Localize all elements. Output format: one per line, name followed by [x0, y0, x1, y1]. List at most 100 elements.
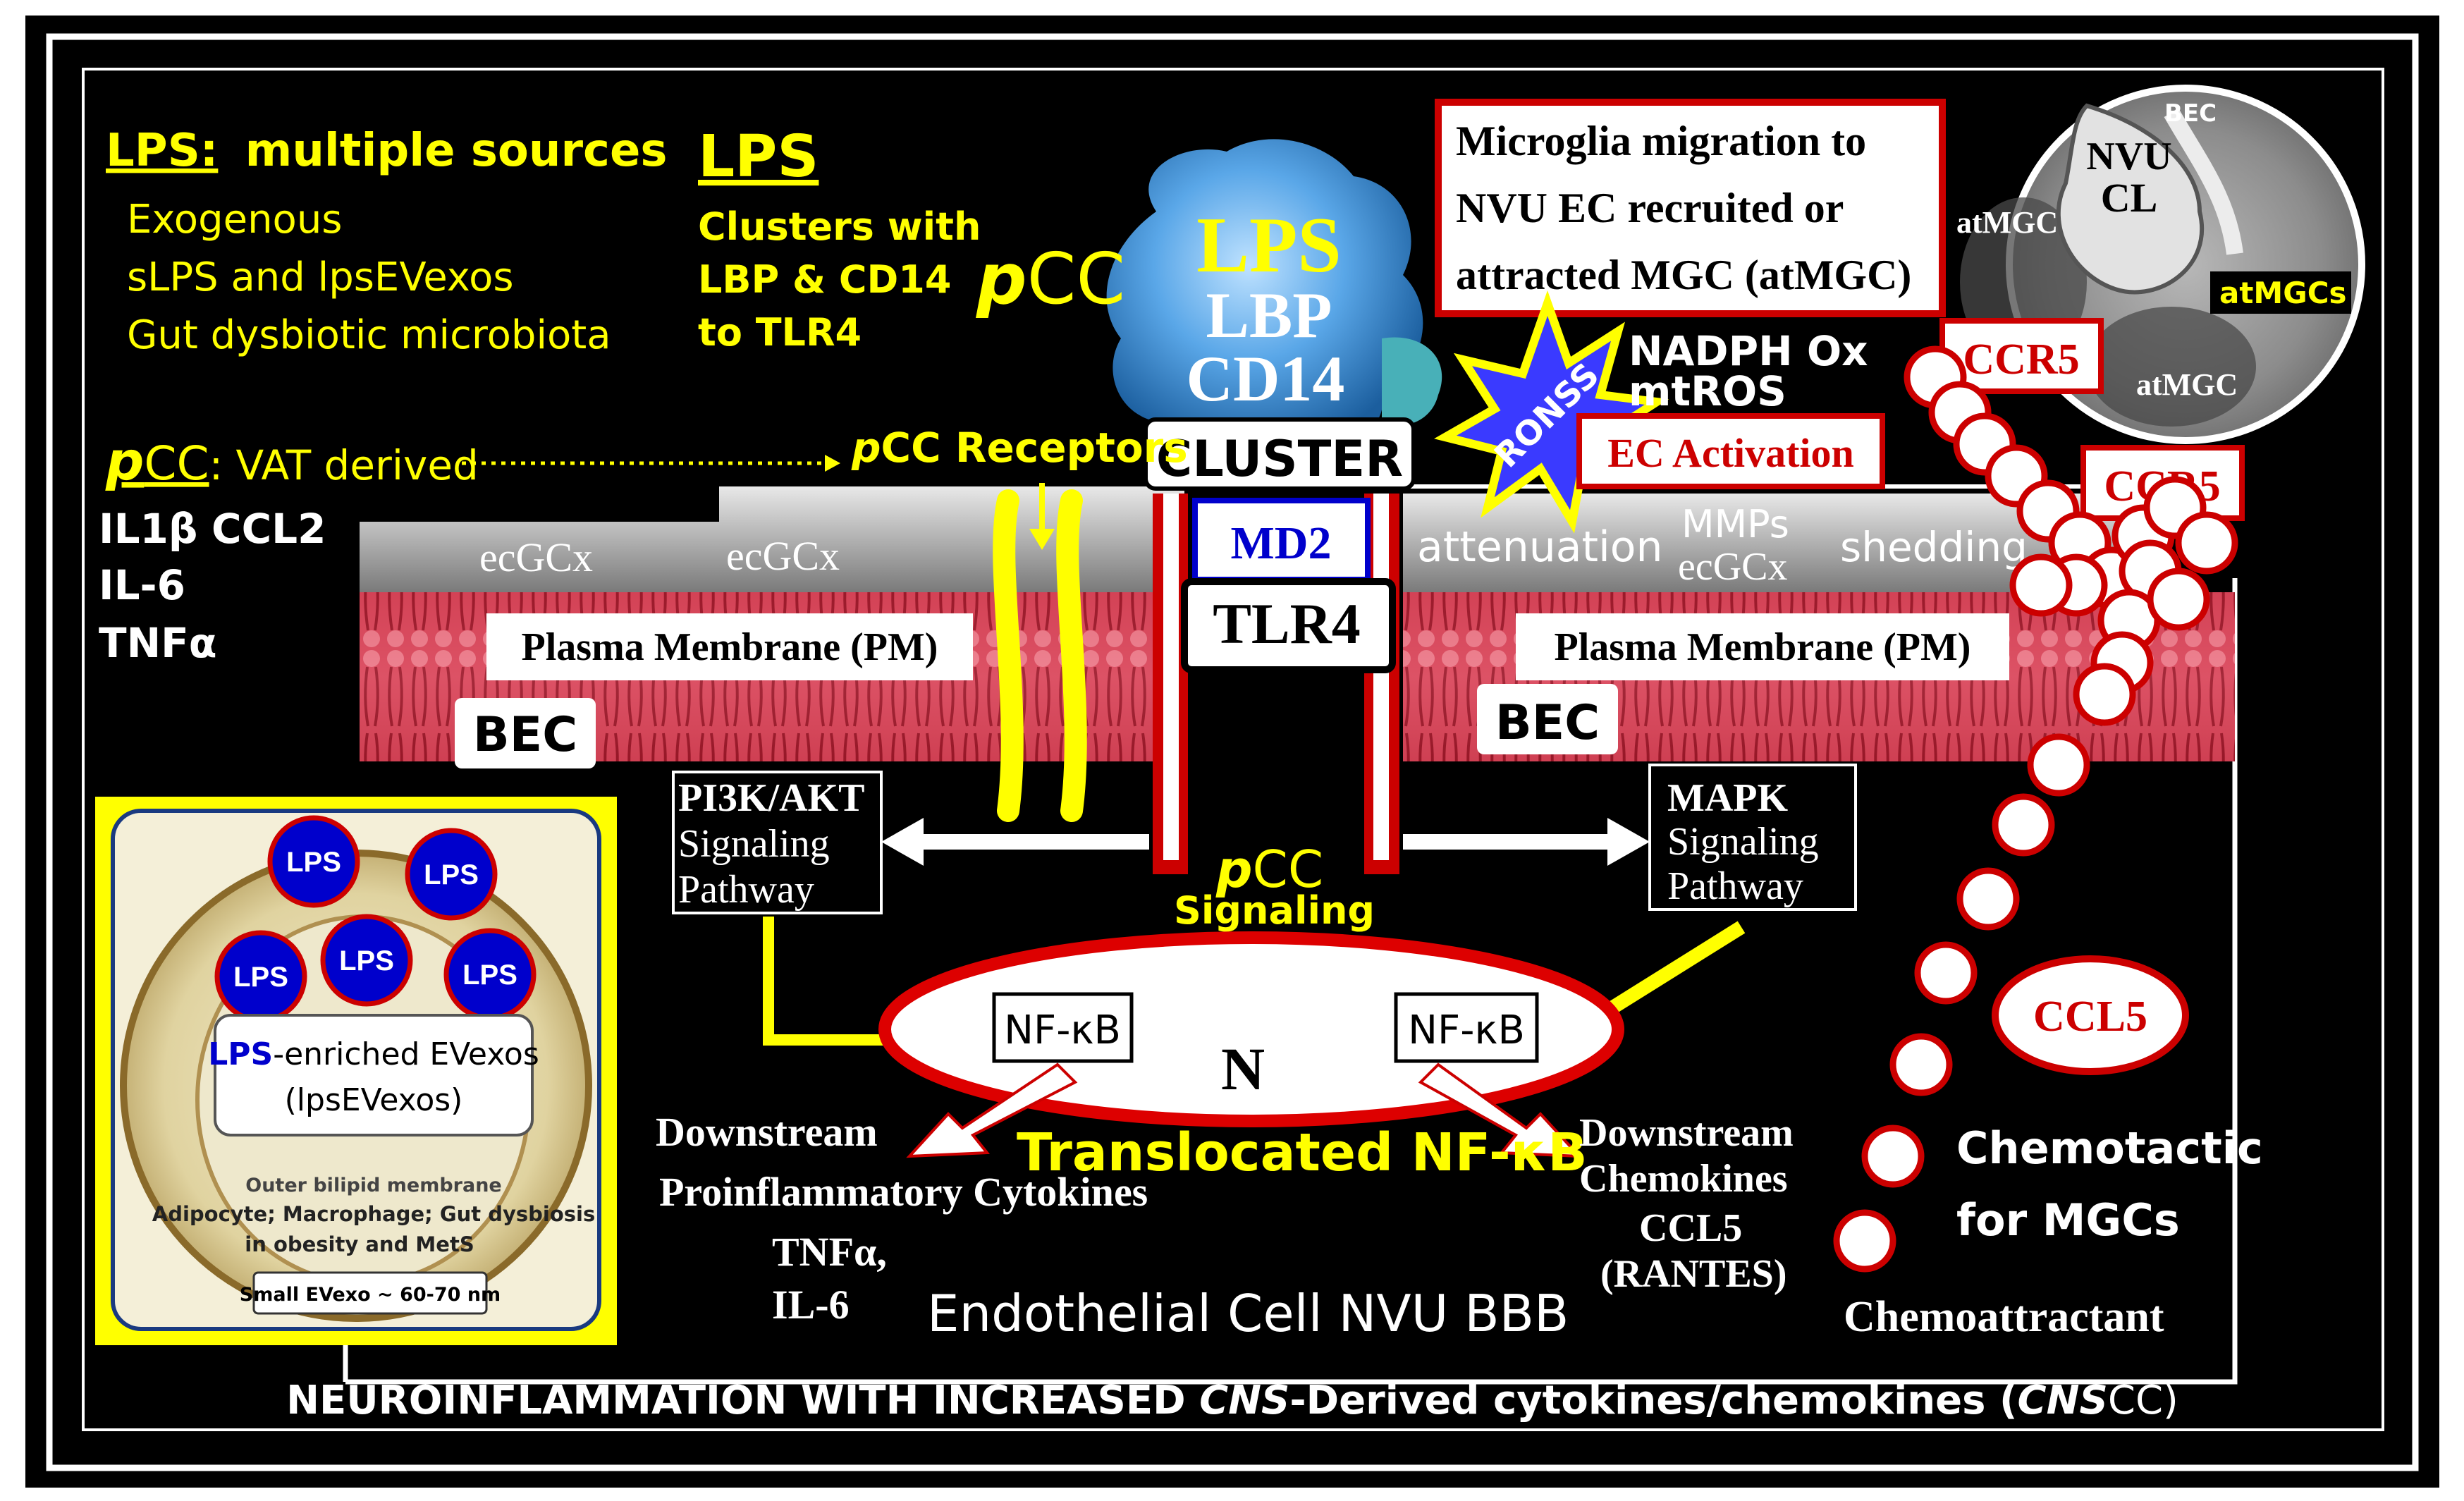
pm-left-label: Plasma Membrane (PM)	[522, 625, 938, 669]
lps-badge-circle	[320, 914, 413, 1007]
micrograph-cl: CL	[2101, 175, 2158, 221]
pcc-vat-panel: pCC: VAT derived IL1β CCL2 IL-6 TNFα	[99, 429, 840, 667]
pcc-label: pCC	[976, 238, 1125, 320]
bec-left-box	[455, 698, 596, 768]
downstream-right-line: (RANTES)	[1600, 1252, 1786, 1296]
chemokine-bead	[2027, 733, 2090, 797]
mapk-line: Pathway	[1667, 864, 1803, 908]
bec-left-label: BEC	[473, 707, 577, 763]
lps-badge-label: LPS	[286, 847, 341, 878]
chemokine-bead	[2073, 663, 2136, 726]
ccr5-label: CCR5	[1963, 336, 2079, 384]
downstream-right-line: Downstream	[1579, 1111, 1794, 1155]
mapk-line: Signaling	[1667, 820, 1819, 864]
mapk-box	[1648, 764, 1857, 911]
nfkb-left-box	[992, 992, 1134, 1063]
lps-badge-label: LPS	[339, 945, 394, 976]
downstream-right-line: CCL5	[1639, 1206, 1742, 1250]
downstream-left-line: Proinflammatory Cytokines	[659, 1169, 1148, 1215]
nucleus-label: N	[1221, 1035, 1265, 1103]
chemokine-bead	[1889, 1033, 1953, 1096]
chemokine-bead	[1992, 793, 2055, 857]
nfkb-left-label: NF-κB	[1004, 1007, 1121, 1053]
microglia-line: attracted MGC (atMGC)	[1456, 252, 1911, 298]
microglia-line: NVU EC recruited or	[1456, 185, 1844, 231]
ec-activation-box	[1576, 413, 1885, 489]
cluster-label: CLUSTER	[1156, 430, 1403, 488]
lps-badge-label: LPS	[462, 960, 517, 991]
pm-left-box	[486, 613, 973, 680]
lps-blob-label: LPS	[1196, 202, 1341, 289]
cytokine-il6: IL-6	[772, 1282, 850, 1328]
micrograph-atmgc: atMGC	[1956, 205, 2058, 240]
chemokine-bead	[2175, 511, 2238, 575]
chemokine-bead	[1861, 1125, 1925, 1188]
lps-source-item: sLPS and lpsEVexos	[127, 255, 514, 300]
shedding-label: shedding	[1840, 523, 2028, 571]
downstream-right-arrow	[1418, 1062, 1583, 1158]
signaling-label: Signaling	[1174, 888, 1375, 933]
evexo-label-2: (lpsEVexos)	[285, 1082, 463, 1118]
mtros-label: mtROS	[1629, 367, 1786, 415]
pi3k-line: Signaling	[678, 822, 830, 866]
svg-text:LPS-enriched EVexos: LPS-enriched EVexos	[208, 1036, 539, 1072]
cytokine-tnfa: TNFα,	[772, 1229, 887, 1275]
mmps-label: MMPs	[1681, 502, 1789, 546]
lps-source-item: Gut dysbiotic microbiota	[127, 312, 611, 358]
pi3k-box	[672, 771, 883, 914]
attenuation-label: attenuation	[1417, 522, 1663, 572]
pcc-cytokine: IL1β	[99, 505, 197, 553]
lps-sources-title-rest: multiple sources	[245, 125, 668, 177]
chemokine-bead	[1956, 867, 2020, 931]
pi3k-line: Pathway	[678, 868, 814, 912]
translocated-label: Translocated NF-κB	[1017, 1122, 1588, 1183]
lps-cluster-note: LPS Clusters with LBP & CD14 to TLR4	[698, 123, 981, 355]
bottom-banner: NEUROINFLAMMATION WITH INCREASED CNS-Der…	[286, 1378, 2178, 1423]
lps-source-item: Exogenous	[127, 197, 342, 243]
cluster-box	[1144, 417, 1416, 491]
micrograph-atmgc: atMGC	[2136, 367, 2238, 402]
lps-badge-label: LPS	[424, 859, 479, 890]
evexo-size: Small EVexo ~ 60-70 nm	[240, 1284, 501, 1306]
downstream-left-arrow	[906, 1062, 1078, 1158]
lps-sources-title: LPS:	[106, 125, 218, 177]
pm-right-label: Plasma Membrane (PM)	[1555, 625, 1971, 669]
microglia-line: Microglia migration to	[1456, 118, 1866, 164]
lps-badge-circle	[267, 815, 360, 908]
nadph-label: NADPH Ox	[1629, 327, 1868, 375]
ccl5-bead-chain	[1833, 345, 2238, 1273]
chemotactic-line: Chemotactic	[1956, 1122, 2263, 1174]
bec-right-box	[1477, 684, 1618, 754]
chemokine-bead	[1914, 941, 1978, 1005]
nfkb-right-box	[1394, 992, 1539, 1063]
lbp-blob-label: LBP	[1206, 279, 1332, 351]
lps-cluster-line: Clusters with	[698, 204, 981, 249]
ecgcx-label: ecGCx	[726, 533, 840, 579]
lps-cluster-line: to TLR4	[698, 310, 862, 355]
micrograph-nvu: NVU	[2086, 135, 2171, 178]
tlr4-box	[1181, 578, 1396, 673]
chemoattractant-label: Chemoattractant	[1844, 1293, 2164, 1341]
lps-cluster-title: LPS	[698, 123, 819, 190]
ec-activation-label: EC Activation	[1607, 430, 1854, 476]
md2-label: MD2	[1231, 517, 1332, 569]
pcc-cytokine: CCL2	[212, 505, 326, 553]
micrograph-bec: BEC	[2164, 99, 2217, 128]
svg-text:LPS: multiple sources: LPS: multiple sources	[106, 125, 667, 177]
pcc-cytokine: IL-6	[99, 561, 185, 609]
chemokine-bead	[1833, 1209, 1896, 1273]
evexo-note: in obesity and MetS	[245, 1232, 474, 1256]
mapk-line: MAPK	[1667, 776, 1789, 820]
evexo-note: Outer bilipid membrane	[245, 1175, 502, 1196]
ec-title: Endothelial Cell NVU BBB	[927, 1284, 1569, 1343]
ecgcx-label: ecGCx	[1678, 545, 1788, 589]
svg-text:pCC: VAT derived: pCC: VAT derived	[105, 429, 479, 492]
cd14-blob-label: CD14	[1187, 343, 1345, 415]
lps-sources-panel: LPS: multiple sources Exogenous sLPS and…	[106, 125, 667, 358]
lps-badge-circle	[405, 828, 498, 921]
downstream-right-line: Chemokines	[1579, 1157, 1788, 1201]
evexo-note: Adipocyte; Macrophage; Gut dysbiosis	[152, 1202, 596, 1226]
pcc-receptor-channels	[993, 483, 1087, 822]
pi3k-line: PI3K/AKT	[678, 776, 864, 820]
